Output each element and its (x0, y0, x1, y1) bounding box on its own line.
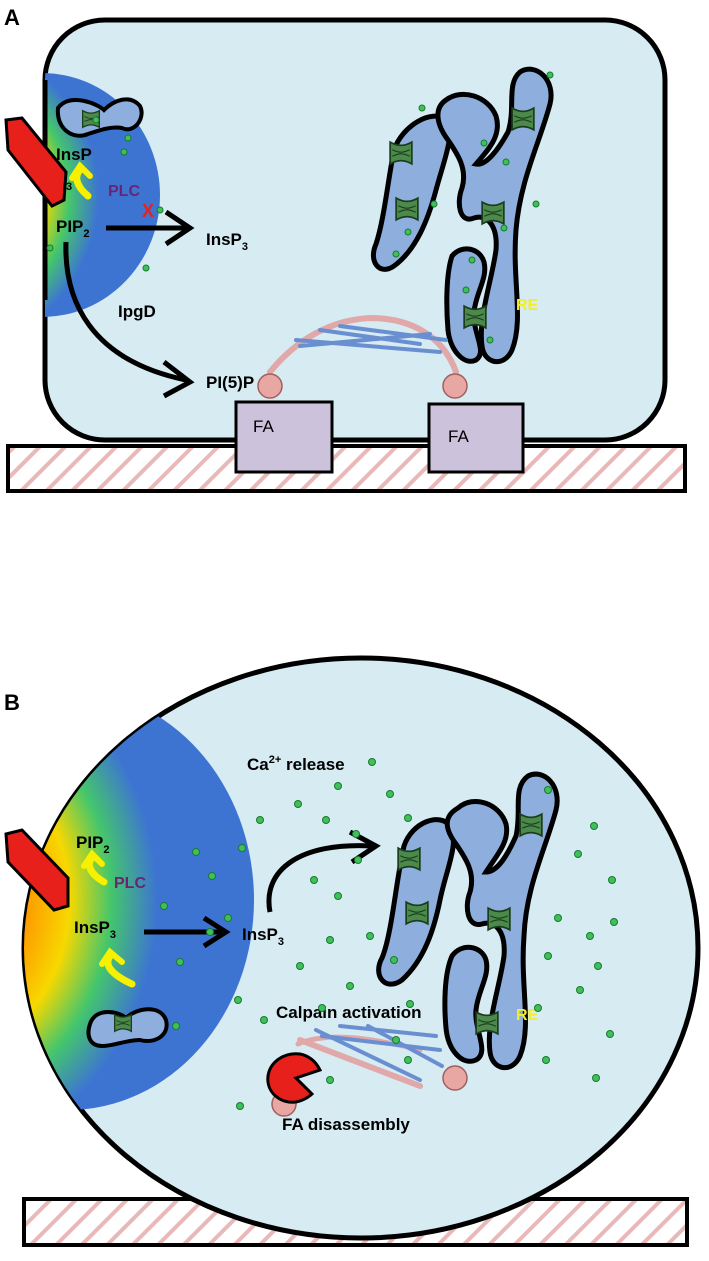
actin-a (267, 314, 459, 375)
er-network-a (370, 66, 554, 364)
panel-b: B PIP2 PLC InsP3 InsP3 Ca2+ release (4, 655, 701, 1247)
fa-box-right-a (427, 402, 525, 474)
pip-label-a: PIP (56, 217, 83, 236)
ipgd-label-a: IpgD (118, 302, 156, 321)
inhibit-x-a: X (142, 201, 154, 221)
panel-a-letter: A (4, 5, 20, 30)
svg-text:Ca2+ release: Ca2+ release (247, 754, 345, 774)
fa-anchor-right-a (442, 373, 468, 399)
er-network-b (376, 771, 560, 1070)
panel-b-letter: B (4, 690, 20, 715)
bacterium-a (4, 116, 68, 208)
insp-label-a: InsP (56, 145, 92, 164)
pip-sub-a: 2 (83, 228, 89, 240)
ca-release-label-b: release (281, 755, 344, 774)
insp-sub-a: 3 (66, 181, 72, 193)
fa-label-right-a: FA (448, 427, 469, 446)
signaling-gradient-a (45, 73, 160, 317)
calcium-dots-a (46, 71, 554, 344)
plc-label-a: PLC (108, 183, 140, 200)
arrow-pip-to-pi5p-a (63, 241, 187, 383)
arrow-insp3-to-er-b (266, 843, 373, 913)
calcium-dots-b (160, 758, 618, 1110)
svg-text:PIP2: PIP2 (76, 833, 110, 856)
bacterium-b (4, 828, 70, 912)
substrate-a (6, 444, 687, 493)
pi5p-label-a: PI(5)P (206, 373, 254, 392)
fa-anchor-right-b (442, 1065, 468, 1091)
pip-sub-b: 2 (103, 844, 109, 856)
svg-text:InsP3: InsP3 (206, 230, 248, 253)
fa-label-left-a: FA (253, 417, 274, 436)
panel-a: A InsP 3 PLC X PIP2 InsP3 IpgD PI(5)P (4, 5, 687, 493)
calpain-icon (266, 1052, 323, 1104)
ca-label-b: Ca (247, 755, 269, 774)
insp-left-label-b: InsP (74, 918, 110, 937)
insp3-label-a: InsP (206, 230, 242, 249)
calpain-label-b: Calpain activation (276, 1003, 421, 1022)
actin-b (295, 1024, 444, 1089)
svg-text:InsP3: InsP3 (242, 925, 284, 948)
insp3-sub-a: 3 (242, 241, 248, 253)
pip-label-b: PIP (76, 833, 103, 852)
re-label-a: RE (516, 297, 539, 314)
svg-text:InsP3: InsP3 (74, 918, 116, 941)
insp-right-label-b: InsP (242, 925, 278, 944)
fa-disassembly-label-b: FA disassembly (282, 1115, 410, 1134)
re-label-b: RE (516, 1007, 539, 1024)
svg-text:InsP: InsP (56, 145, 92, 164)
fa-anchor-left-a (257, 373, 283, 399)
svg-text:PIP2: PIP2 (56, 217, 90, 240)
ca-sup-b: 2+ (269, 754, 282, 766)
fa-box-left-a (234, 400, 334, 474)
insp-right-sub-b: 3 (278, 936, 284, 948)
insp-left-sub-b: 3 (110, 929, 116, 941)
plc-label-b: PLC (114, 875, 146, 892)
